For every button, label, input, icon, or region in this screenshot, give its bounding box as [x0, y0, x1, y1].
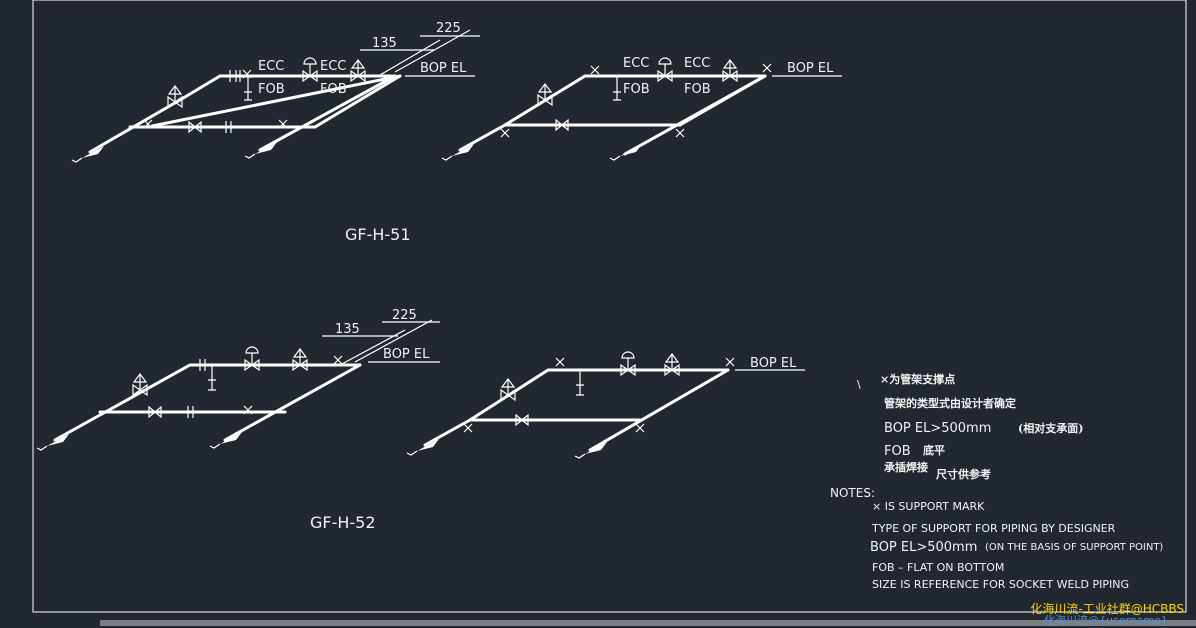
isometric-bottom-right: BOP EL [406, 351, 805, 459]
note-line: TYPE OF SUPPORT FOR PIPING BY DESIGNER [871, 522, 1116, 535]
note-line: (ON THE BASIS OF SUPPORT POINT) [985, 542, 1163, 553]
notes-english: NOTES: × IS SUPPORT MARK TYPE OF SUPPORT… [830, 486, 1163, 591]
dim-label-a: 135 [372, 36, 397, 51]
cn-note-line: (相对支承面) [1018, 421, 1083, 435]
fob-label: FOB [320, 82, 347, 97]
note-line: FOB – FLAT ON BOTTOM [872, 561, 1004, 574]
notes-heading: NOTES: [830, 486, 875, 500]
dim-label-a: 135 [335, 322, 360, 337]
watermark-user: 化海川流@{username} [1044, 614, 1168, 627]
note-line: BOP EL>500mm [870, 540, 977, 555]
isometric-top-right: ECC ECC FOB FOB BOP EL [441, 56, 842, 161]
drawing-frame [32, 0, 1187, 613]
drawing-title: GF-H-51 [345, 225, 411, 244]
dim-label-b: 225 [436, 21, 461, 36]
bop-el-label: BOP EL [787, 61, 834, 76]
bop-el-label: BOP EL [750, 356, 797, 371]
watermark: 化海川流-工业社群@HCBBS [1030, 602, 1184, 616]
cn-note-line: 尺寸供参考 [936, 467, 991, 481]
isometric-top-left: 135 225 ECC ECC FOB FOB BOP EL [71, 21, 480, 163]
ecc-label: ECC [320, 59, 346, 74]
cn-note-line: 底平 [923, 443, 945, 457]
fob-label: FOB [258, 82, 285, 97]
drawing-title: GF-H-52 [310, 513, 376, 532]
cn-note-line: FOB [884, 444, 911, 459]
dim-label-b: 225 [392, 308, 417, 323]
ecc-label: ECC [684, 56, 710, 71]
cn-note-line: 承插焊接 [884, 460, 928, 474]
horizontal-scrollbar[interactable] [100, 620, 1196, 626]
ecc-label: ECC [623, 56, 649, 71]
fob-label: FOB [684, 82, 711, 97]
fob-label: FOB [623, 82, 650, 97]
notes-chinese: \ ×为管架支撑点 管架的类型式由设计者确定 BOP EL>500mm (相对支… [857, 372, 1083, 481]
isometric-bottom-left: 135 225 BOP EL [36, 308, 440, 451]
cn-note-line: ×为管架支撑点 [880, 372, 955, 386]
cn-note-line: 管架的类型式由设计者确定 [884, 396, 1016, 410]
cursor-mark: \ [857, 378, 861, 391]
bop-el-label: BOP EL [383, 347, 430, 362]
note-line: SIZE IS REFERENCE FOR SOCKET WELD PIPING [872, 578, 1129, 591]
bop-el-label: BOP EL [420, 61, 467, 76]
note-line: × IS SUPPORT MARK [872, 500, 985, 513]
cn-note-line: BOP EL>500mm [884, 421, 991, 436]
ecc-label: ECC [258, 59, 284, 74]
